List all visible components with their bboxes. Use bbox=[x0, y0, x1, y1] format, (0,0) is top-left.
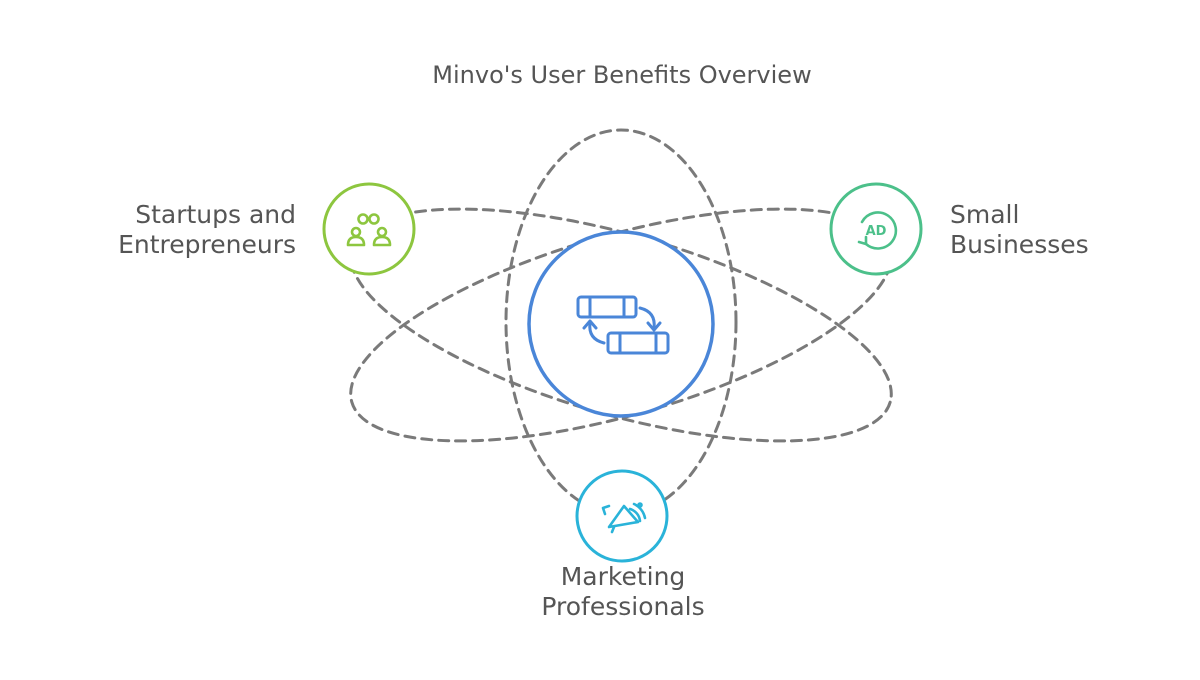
small-businesses-label: Small Businesses bbox=[950, 200, 1089, 260]
small-businesses-label-line1: Small bbox=[950, 200, 1020, 229]
marketing-label-line1: Marketing bbox=[560, 562, 686, 591]
startups-label: Startups and Entrepreneurs bbox=[118, 200, 296, 260]
startups-node bbox=[322, 182, 416, 276]
ad-badge-icon: AD bbox=[857, 211, 898, 250]
marketing-label-line2: Professionals bbox=[541, 592, 705, 621]
marketing-label: Marketing Professionals bbox=[423, 562, 823, 622]
exchange-cards-icon bbox=[576, 295, 670, 355]
small-businesses-node: AD bbox=[829, 182, 923, 276]
svg-text:AD: AD bbox=[866, 224, 887, 239]
small-businesses-label-line2: Businesses bbox=[950, 230, 1089, 259]
marketing-node bbox=[575, 469, 669, 563]
startups-label-line2: Entrepreneurs bbox=[118, 230, 296, 259]
startups-label-line1: Startups and bbox=[135, 200, 296, 229]
center-node bbox=[527, 230, 715, 418]
people-connected-icon bbox=[346, 213, 392, 247]
diagram-title: Minvo's User Benefits Overview bbox=[432, 61, 812, 89]
megaphone-icon bbox=[601, 502, 647, 534]
